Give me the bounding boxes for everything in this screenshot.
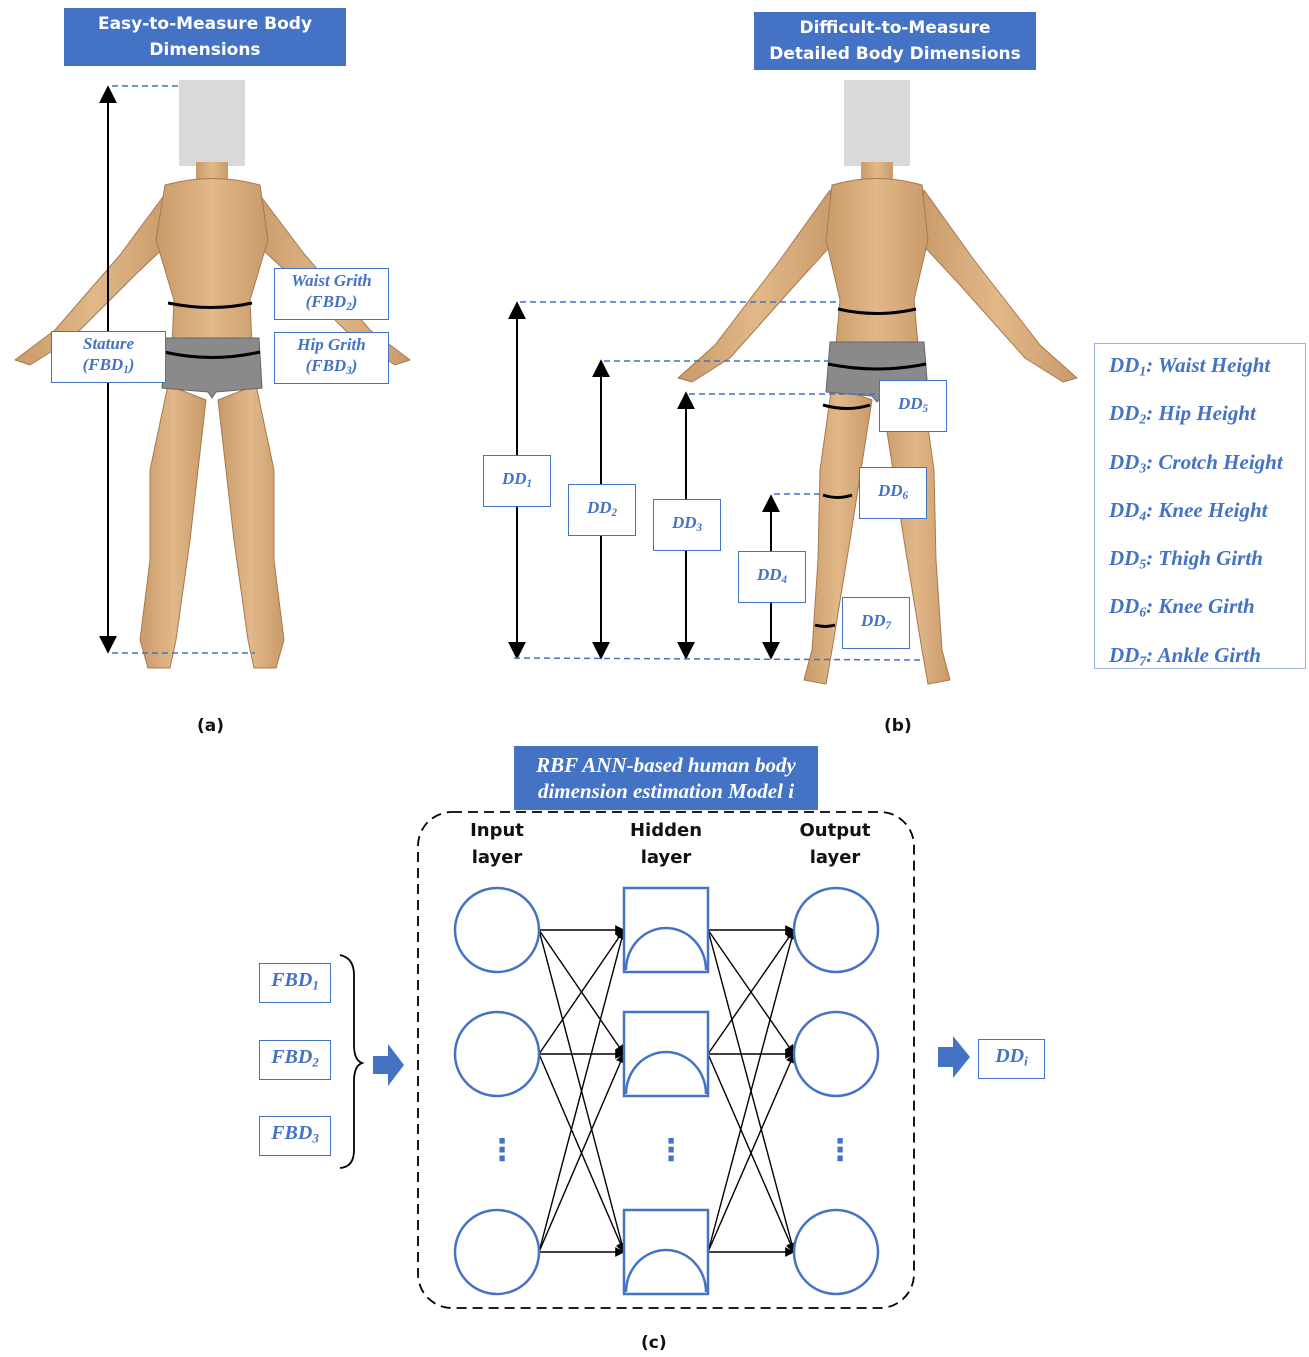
- hidden-rbf-unit: [624, 1012, 708, 1096]
- input-fbd3: FBD3: [259, 1116, 331, 1156]
- legend-item-dd1: DD1: Waist Height: [1109, 350, 1291, 398]
- panel-b-header: Difficult-to-Measure Detailed Body Dimen…: [754, 12, 1036, 70]
- input-layer-title-line2: layer: [442, 844, 552, 871]
- label-hip-girth: Hip Grith (FBD3): [274, 332, 389, 384]
- hidden-layer-title-line1: Hidden: [611, 817, 721, 844]
- input-brace: [340, 955, 362, 1168]
- dd-legend: DD1: Waist Height DD2: Hip Height DD3: C…: [1094, 343, 1306, 669]
- label-hip-name: Hip Grith: [297, 334, 366, 355]
- label-dd3: DD3: [653, 499, 721, 551]
- label-waist-girth: Waist Grith (FBD2): [274, 268, 389, 320]
- label-dd6: DD6: [859, 467, 927, 519]
- panel-a-header: Easy-to-Measure Body Dimensions: [64, 8, 346, 66]
- caption-b: (b): [884, 716, 912, 736]
- legend-item-dd5: DD5: Thigh Girth: [1109, 543, 1291, 591]
- input-neuron: [455, 1012, 539, 1096]
- output-arrow-icon: [938, 1036, 970, 1078]
- face-block-b: [844, 80, 910, 166]
- output-layer-title-line2: layer: [780, 844, 890, 871]
- output-ellipsis: ⋮: [825, 1133, 855, 1168]
- legend-item-dd4: DD4: Knee Height: [1109, 495, 1291, 543]
- label-waist-name: Waist Grith: [291, 270, 371, 291]
- caption-c: (c): [641, 1333, 667, 1353]
- panel-a-header-line1: Easy-to-Measure Body: [98, 11, 312, 37]
- output-layer-title-line1: Output: [780, 817, 890, 844]
- legend-item-dd6: DD6: Knee Girth: [1109, 591, 1291, 639]
- input-neuron: [455, 1210, 539, 1294]
- label-dd4: DD4: [738, 551, 806, 603]
- panel-a-header-line2: Dimensions: [149, 37, 260, 63]
- label-dd7: DD7: [842, 597, 910, 649]
- panel-c-header: RBF ANN-based human body dimension estim…: [514, 746, 818, 810]
- output-layer-title: Output layer: [780, 817, 890, 871]
- label-dd5: DD5: [879, 380, 947, 432]
- face-block-a: [179, 80, 245, 166]
- output-neuron: [794, 1210, 878, 1294]
- input-ellipsis: ⋮: [487, 1133, 517, 1168]
- legend-item-dd2: DD2: Hip Height: [1109, 398, 1291, 446]
- input-layer-title-line1: Input: [442, 817, 552, 844]
- output-neuron: [794, 888, 878, 972]
- panel-b-header-line1: Difficult-to-Measure: [799, 15, 990, 41]
- output-neuron: [794, 1012, 878, 1096]
- label-dd1: DD1: [483, 455, 551, 507]
- panel-c-header-line2: dimension estimation Model i: [538, 778, 794, 804]
- label-waist-code: (FBD2): [306, 291, 358, 318]
- label-dd2: DD2: [568, 484, 636, 536]
- hidden-rbf-unit: [624, 1210, 708, 1294]
- label-stature: Stature (FBD1): [51, 331, 166, 383]
- input-fbd2: FBD2: [259, 1040, 331, 1080]
- hidden-rbf-unit: [624, 888, 708, 972]
- legend-item-dd3: DD3: Crotch Height: [1109, 447, 1291, 495]
- output-ddi: DDi: [978, 1039, 1045, 1079]
- label-stature-code: (FBD1): [83, 354, 135, 381]
- legend-item-dd7: DD7: Ankle Girth: [1109, 640, 1291, 688]
- panel-c-header-line1: RBF ANN-based human body: [536, 752, 796, 778]
- input-layer-title: Input layer: [442, 817, 552, 871]
- hidden-layer-title: Hidden layer: [611, 817, 721, 871]
- hidden-ellipsis: ⋮: [656, 1133, 686, 1168]
- input-arrow-icon: [373, 1044, 404, 1086]
- hidden-layer-title-line2: layer: [611, 844, 721, 871]
- input-fbd1: FBD1: [259, 963, 331, 1003]
- panel-b-header-line2: Detailed Body Dimensions: [769, 41, 1020, 67]
- input-neuron: [455, 888, 539, 972]
- label-hip-code: (FBD3): [306, 355, 358, 382]
- caption-a: (a): [197, 716, 224, 736]
- label-stature-name: Stature: [83, 333, 134, 354]
